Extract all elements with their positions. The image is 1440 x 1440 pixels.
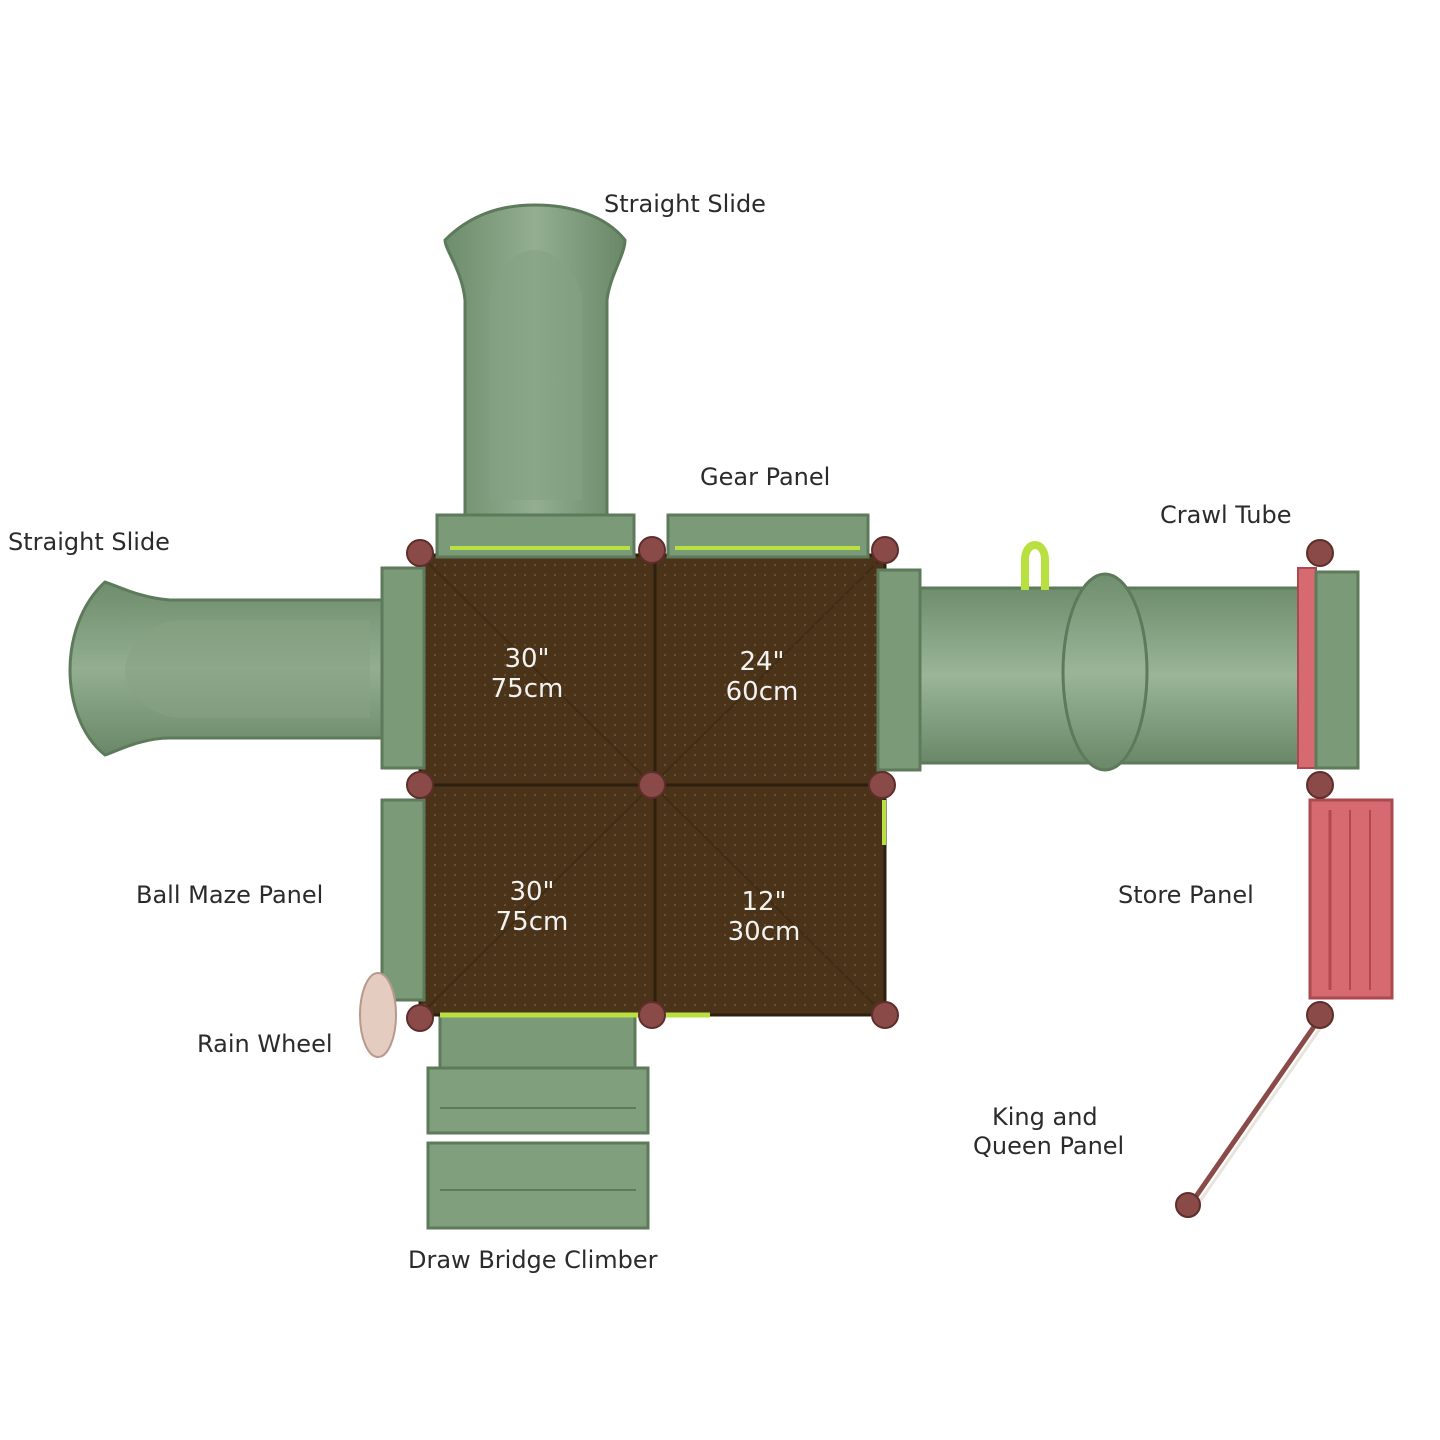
crawl-tube — [913, 541, 1312, 772]
tube-end-panel — [1297, 567, 1360, 770]
left-wall-panels — [380, 566, 426, 1002]
straight-slide-top — [443, 203, 627, 522]
label-draw-bridge-climber: Draw Bridge Climber — [408, 1246, 658, 1274]
deck-top-left-metric: 75cm — [491, 674, 564, 704]
label-rain-wheel: Rain Wheel — [197, 1030, 333, 1058]
deck-bottom-right-metric: 30cm — [728, 917, 801, 947]
deck-top-left-imperial: 30" — [504, 644, 549, 674]
deck-bottom-left-imperial: 30" — [509, 877, 554, 907]
label-gear-panel: Gear Panel — [700, 463, 830, 491]
deck-top-right-imperial: 24" — [739, 647, 784, 677]
label-king-queen-line1: King and — [992, 1103, 1098, 1131]
label-straight-slide-left: Straight Slide — [8, 528, 170, 556]
top-wall-panels — [435, 513, 870, 559]
king-queen-panel — [1187, 1016, 1328, 1208]
post-caps — [406, 536, 1334, 1218]
label-crawl-tube: Crawl Tube — [1160, 501, 1291, 529]
label-king-queen-line2: Queen Panel — [973, 1132, 1124, 1160]
straight-slide-left — [68, 580, 387, 757]
deck-top-right-metric: 60cm — [726, 677, 799, 707]
deck-heights: 30" 75cm 24" 60cm 30" 75cm 12" 30cm — [491, 644, 801, 947]
label-straight-slide-top: Straight Slide — [604, 190, 766, 218]
right-wall-panel — [876, 568, 922, 845]
label-store-panel: Store Panel — [1118, 881, 1254, 909]
deck-bottom-right-imperial: 12" — [741, 887, 786, 917]
component-labels: Straight Slide Straight Slide Gear Panel… — [8, 190, 1291, 1274]
store-panel — [1308, 798, 1394, 1000]
draw-bridge-climber — [426, 1013, 650, 1230]
label-ball-maze-panel: Ball Maze Panel — [136, 881, 323, 909]
rain-wheel — [359, 972, 397, 1058]
deck-bottom-left-metric: 75cm — [496, 907, 569, 937]
